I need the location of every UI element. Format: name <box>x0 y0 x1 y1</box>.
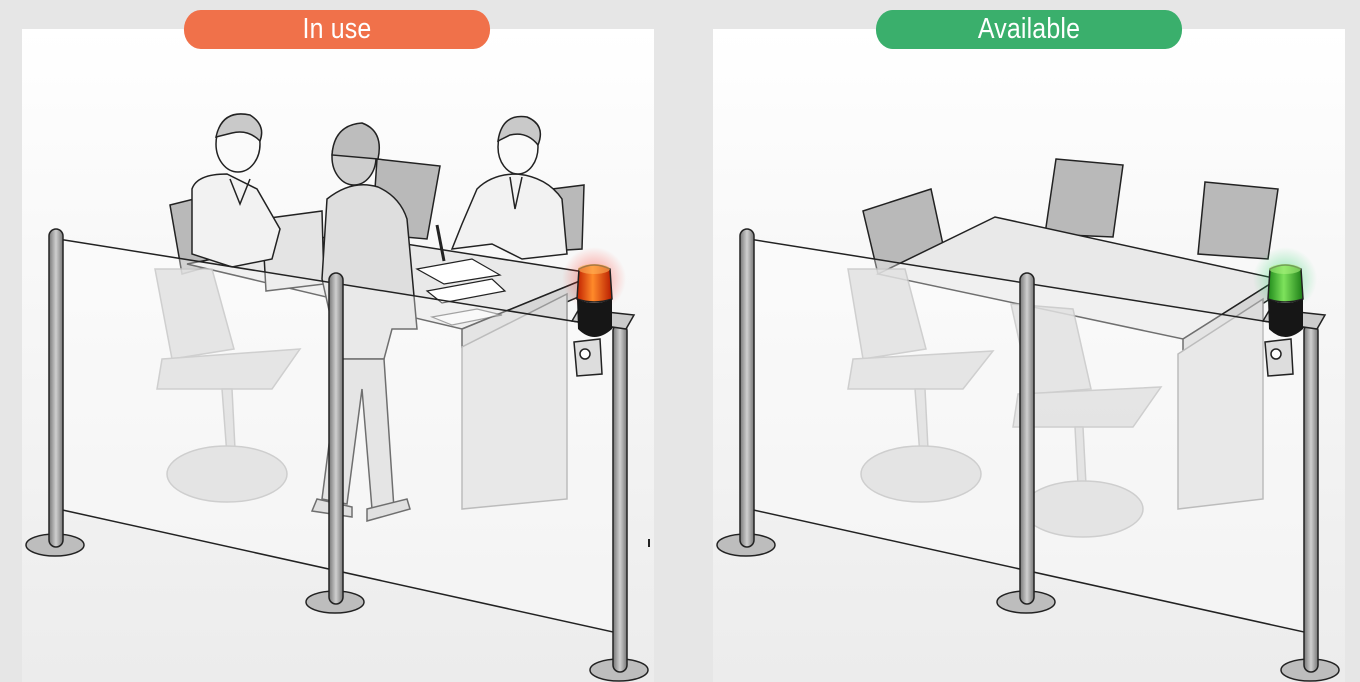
seated-person-left <box>192 114 280 267</box>
available-scene <box>713 29 1345 682</box>
status-label: In use <box>303 13 372 46</box>
status-badge-available: Available <box>876 10 1182 49</box>
in-use-scene <box>22 29 654 682</box>
status-badge-in-use: In use <box>184 10 490 49</box>
status-label: Available <box>978 13 1080 46</box>
meeting-illustration <box>22 29 654 682</box>
empty-room-illustration <box>713 29 1345 682</box>
seated-person-right <box>437 117 567 262</box>
